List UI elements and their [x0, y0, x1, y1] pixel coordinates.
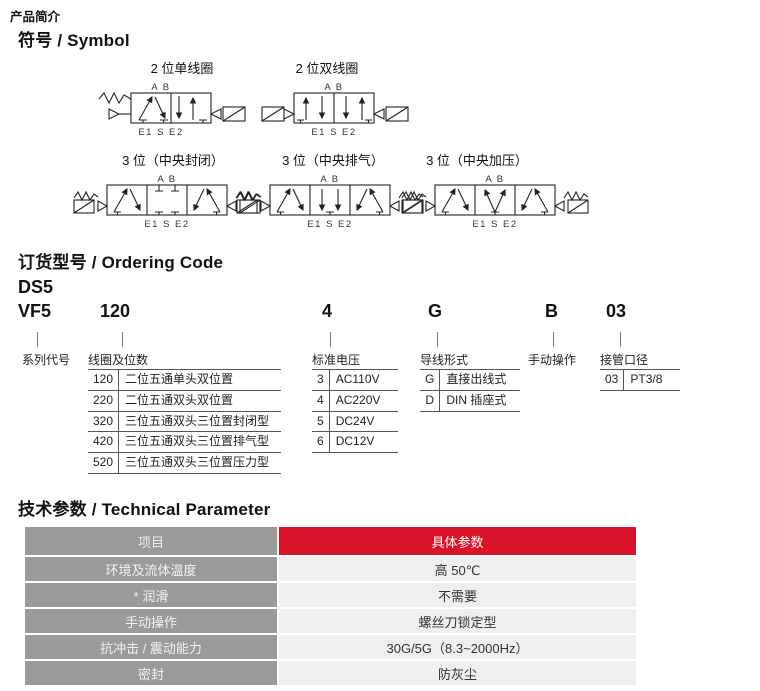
port-labels-bottom: E1 S E2 — [472, 219, 517, 230]
tick-line — [330, 332, 331, 347]
label-series: 系列代号 — [22, 353, 71, 367]
table-row: 420 三位五通双头三位置排气型 — [88, 431, 282, 454]
table-row: 520 三位五通双头三位置压力型 — [88, 452, 282, 474]
table-row: 4 AC220V — [312, 390, 398, 412]
voltage-code-table: 3 AC110V 4 AC220V 5 DC24V 6 DC12V — [312, 369, 398, 454]
tech-row-value: 30G/5G（8.3~2000Hz） — [279, 635, 636, 659]
valve-symbol-3pos-pressure-icon: A B E1 S E2 — [400, 172, 590, 232]
page-title: 产品简介 — [10, 10, 61, 24]
tick-line — [437, 332, 438, 347]
table-row: 120 二位五通单头双位置 — [88, 369, 282, 391]
tech-row-label: 手动操作 — [25, 609, 277, 633]
port-labels-top: A B — [157, 174, 176, 185]
label-wire: 导线形式 — [420, 353, 469, 367]
symbol-caption-3pos-pressure: 3 位（中央加压） — [426, 153, 528, 168]
tech-row-label: 环境及流体温度 — [25, 557, 277, 581]
tick-line — [37, 332, 38, 347]
tick-line — [122, 332, 123, 347]
tech-section-heading: 技术参数 / Technical Parameter — [18, 500, 271, 519]
port-labels-top: A B — [320, 174, 339, 185]
code-port: 03 — [606, 301, 627, 321]
port-labels-top: A B — [324, 82, 343, 93]
table-row: 03 PT3/8 — [600, 369, 681, 391]
symbol-section-heading: 符号 / Symbol — [18, 31, 130, 50]
port-labels-top: A B — [151, 82, 170, 93]
tech-row-label: 抗冲击 / 震动能力 — [25, 635, 277, 659]
symbol-caption-3pos-closed: 3 位（中央封闭） — [122, 153, 224, 168]
tech-row-value: 防灰尘 — [279, 661, 636, 685]
table-row: 320 三位五通双头三位置封闭型 — [88, 411, 282, 433]
port-labels-bottom: E1 S E2 — [307, 219, 352, 230]
code-wire: G — [428, 301, 443, 321]
label-manual: 手动操作 — [528, 353, 577, 367]
valve-symbol-3pos-exhaust-icon: A B E1 S E2 — [235, 172, 425, 232]
label-coil: 线圈及位数 — [88, 353, 149, 367]
code-coil: 120 — [100, 301, 131, 321]
code-voltage: 4 — [322, 301, 333, 321]
tech-row-value: 螺丝刀锁定型 — [279, 609, 636, 633]
port-labels-top: A B — [485, 174, 504, 185]
tick-line — [620, 332, 621, 347]
code-manual: B — [545, 301, 558, 321]
valve-symbol-2pos-double-coil-icon: A B E1 S E2 — [260, 80, 410, 140]
port-labels-bottom: E1 S E2 — [311, 127, 356, 138]
symbol-caption-3pos-exhaust: 3 位（中央排气） — [282, 153, 384, 168]
table-row: 6 DC12V — [312, 431, 398, 454]
tick-line — [553, 332, 554, 347]
tech-row-value: 不需要 — [279, 583, 636, 607]
table-row: 3 AC110V — [312, 369, 398, 391]
coil-code-table: 120 二位五通单头双位置 220 二位五通双头双位置 320 三位五通双头三位… — [88, 369, 282, 474]
label-port: 接管口径 — [600, 353, 649, 367]
label-voltage: 标准电压 — [312, 353, 361, 367]
tech-header-value: 具体参数 — [279, 527, 636, 555]
port-labels-bottom: E1 S E2 — [138, 127, 183, 138]
valve-symbol-3pos-closed-icon: A B E1 S E2 — [72, 172, 262, 232]
series-code-vf5: VF5 — [18, 301, 52, 321]
tech-row-value: 高 50℃ — [279, 557, 636, 581]
valve-symbol-2pos-single-coil-icon: A B E1 S E2 — [97, 80, 247, 140]
series-code-ds5: DS5 — [18, 277, 54, 297]
tech-row-label: 密封 — [25, 661, 277, 685]
port-labels-bottom: E1 S E2 — [144, 219, 189, 230]
table-row: 220 二位五通双头双位置 — [88, 390, 282, 412]
table-row: 5 DC24V — [312, 411, 398, 433]
wire-code-table: G 直接出线式 D DIN 插座式 — [420, 369, 521, 412]
ordering-section-heading: 订货型号 / Ordering Code — [18, 253, 224, 272]
tech-row-label: * 润滑 — [25, 583, 277, 607]
tech-parameter-table: 项目 具体参数 环境及流体温度 高 50℃ * 润滑 不需要 手动操作 螺丝刀锁… — [25, 527, 636, 685]
symbol-caption-2pos-double: 2 位双线圈 — [295, 61, 359, 76]
table-row: G 直接出线式 — [420, 369, 521, 391]
table-row: D DIN 插座式 — [420, 390, 521, 412]
port-size-table: 03 PT3/8 — [600, 369, 681, 391]
tech-header-item: 项目 — [25, 527, 277, 555]
symbol-caption-2pos-single: 2 位单线圈 — [150, 61, 214, 76]
